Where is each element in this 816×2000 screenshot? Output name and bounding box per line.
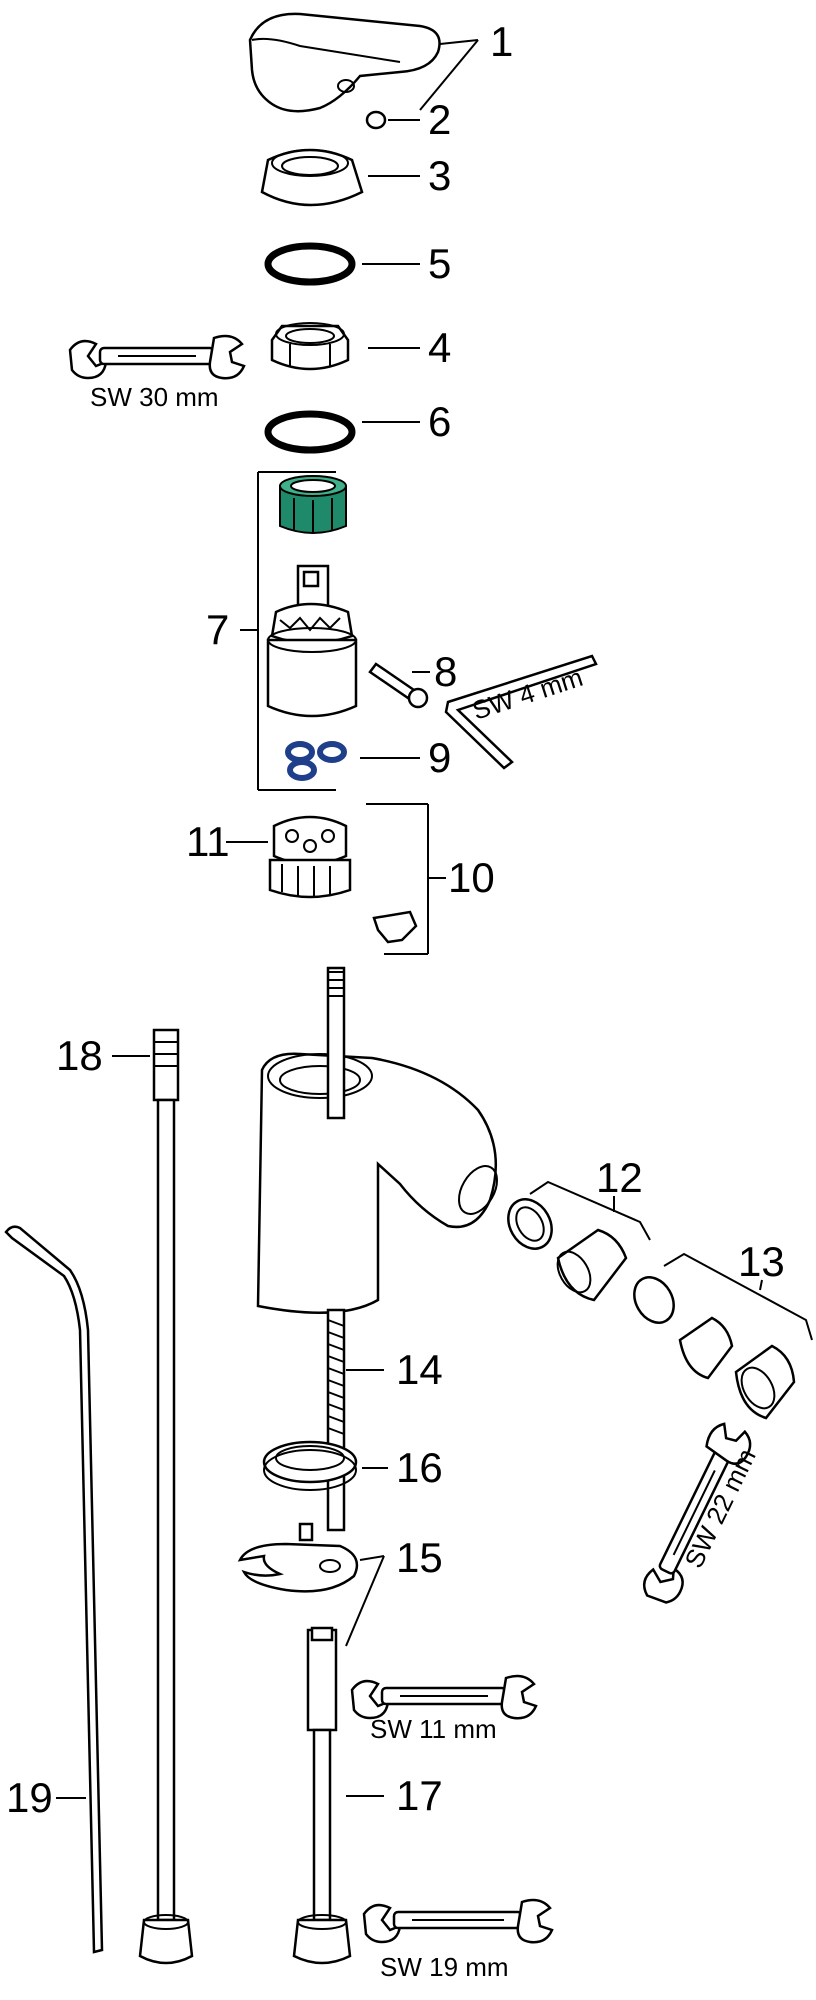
part-number-13: 13: [738, 1238, 785, 1285]
retaining-clip: [372, 910, 418, 944]
cartridge-nut: [279, 475, 347, 534]
part-number-7: 7: [206, 606, 229, 653]
fixing-screw: [368, 662, 429, 709]
basin-mixer-body: [256, 1052, 498, 1314]
handle-lever: [248, 12, 441, 113]
cartridge-seals: [285, 741, 347, 781]
aerator: [633, 1276, 796, 1420]
threaded-rod: [326, 1308, 346, 1532]
part-number-10: 10: [448, 854, 495, 901]
base-gasket: [262, 1440, 358, 1491]
part-number-19: 19: [6, 1774, 53, 1821]
part-number-14: 14: [396, 1346, 443, 1393]
wrench-icon: [350, 1674, 538, 1720]
supply-hose: [138, 1028, 194, 1965]
part-number-3: 3: [428, 152, 451, 199]
part-number-12: 12: [596, 1154, 643, 1201]
horseshoe-washer: [237, 1522, 359, 1593]
fixing-rod: [292, 1626, 352, 1965]
part-number-9: 9: [428, 734, 451, 781]
pop-up-lift-rod: [4, 1225, 104, 1954]
tool-label-sw4: SW 4 mm: [469, 662, 587, 726]
part-number-2: 2: [428, 96, 451, 143]
part-number-6: 6: [428, 398, 451, 445]
cover-cap: [260, 148, 364, 207]
part-number-1: 1: [490, 18, 513, 65]
lift-rod: [326, 966, 346, 1120]
hex-nut: [270, 322, 350, 371]
wrench-icon: [362, 1898, 554, 1944]
part-number-17: 17: [396, 1772, 443, 1819]
part-number-4: 4: [428, 324, 451, 371]
allen-key-icon: [444, 654, 598, 770]
part-number-18: 18: [56, 1032, 103, 1079]
diverter-cartridge: [268, 815, 352, 899]
tool-label-sw30: SW 30 mm: [90, 382, 219, 412]
part-number-5: 5: [428, 240, 451, 287]
o-ring-5: [264, 242, 356, 286]
set-screw: [365, 110, 387, 130]
part-number-15: 15: [396, 1534, 443, 1581]
tool-label-sw11: SW 11 mm: [370, 1714, 497, 1744]
wrench-icon: [642, 1422, 752, 1604]
wrench-icon: [68, 334, 246, 380]
tool-label-sw19: SW 19 mm: [380, 1952, 509, 1982]
part-number-11: 11: [186, 818, 230, 865]
part-number-8: 8: [434, 648, 457, 695]
o-ring-6: [264, 410, 356, 454]
cartridge: [266, 564, 358, 718]
aerator-housing: [507, 1198, 628, 1302]
part-number-16: 16: [396, 1444, 443, 1491]
